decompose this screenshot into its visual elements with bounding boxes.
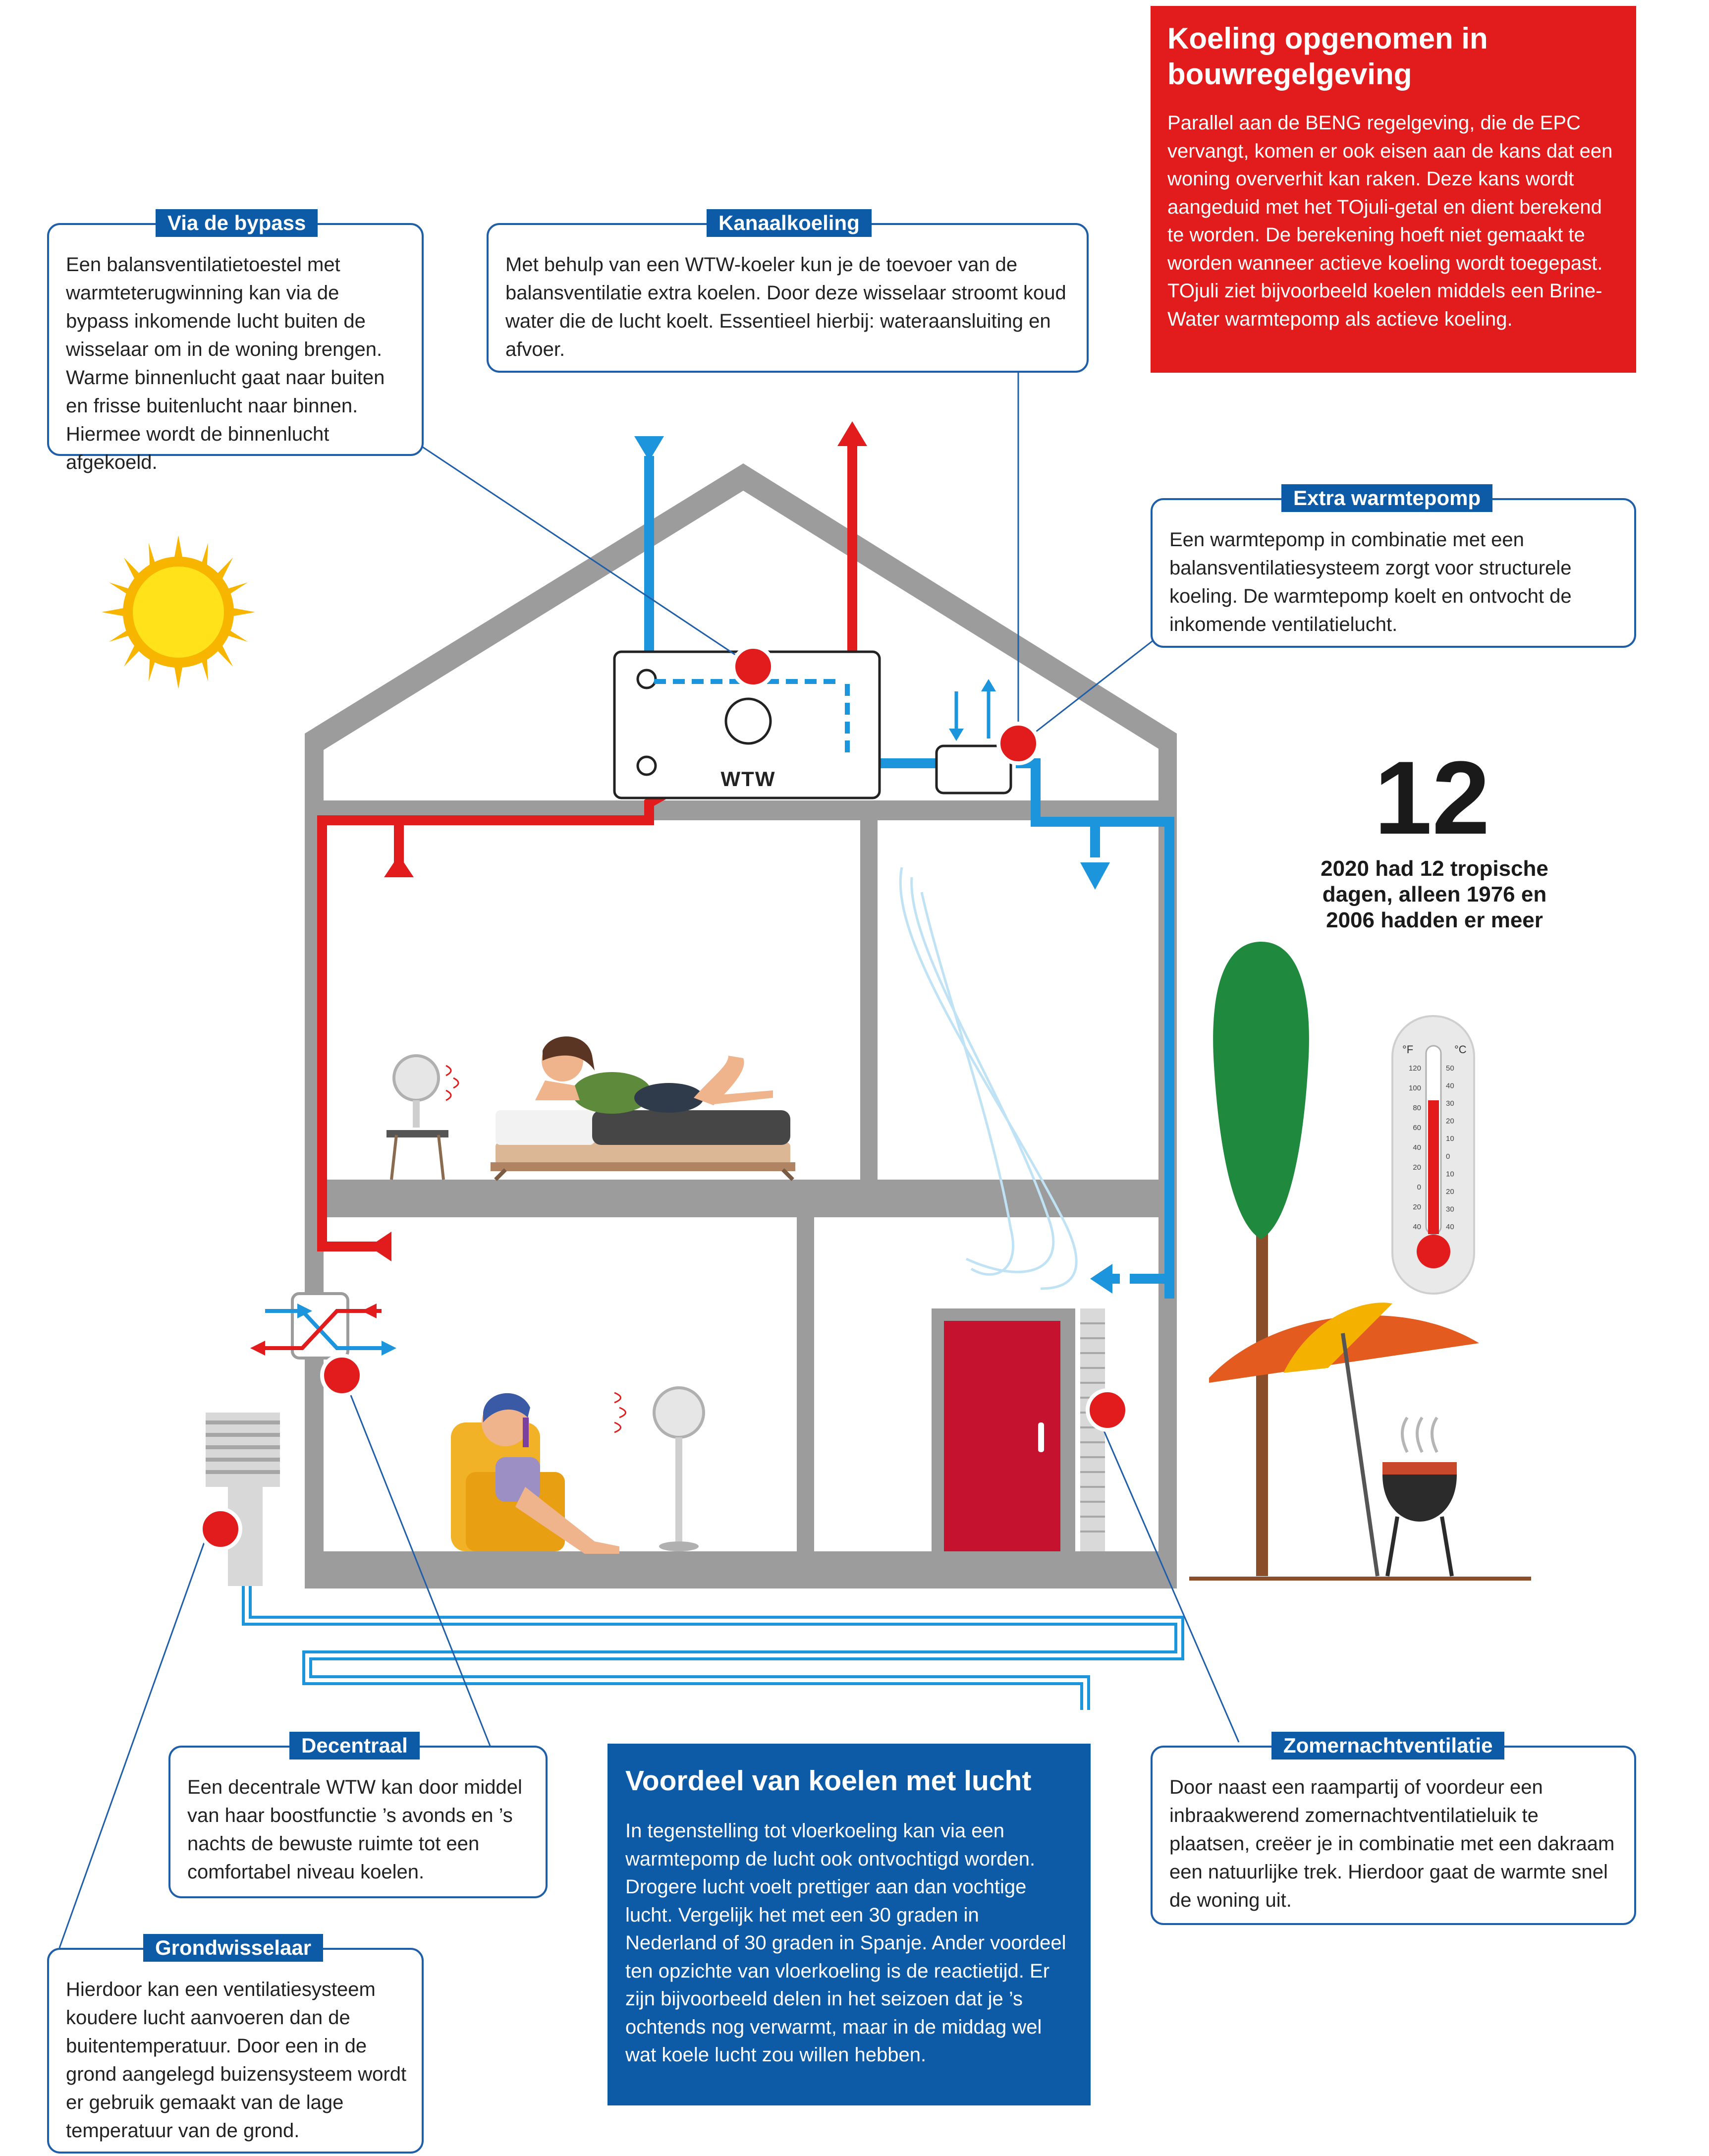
callout-summernight: Zomernachtventilatie Door naast een raam… <box>1151 1732 1636 1925</box>
thermometer-unit-c: °C <box>1454 1043 1467 1056</box>
up-arrow-icon <box>369 421 867 1261</box>
thermometer-tick-label: 60 <box>1413 1124 1421 1132</box>
callout-decentral: Decentraal Een decentrale WTW kan door m… <box>168 1732 548 1898</box>
thermometer-tick-label: 30 <box>1446 1205 1454 1213</box>
callout-duct-text: Met behulp van een WTW-koeler kun je de … <box>505 254 1066 360</box>
callout-summernight-text: Door naast een raampartij of voordeur ee… <box>1169 1776 1615 1911</box>
callout-decentral-text: Een decentrale WTW kan door middel van h… <box>187 1776 522 1883</box>
fan-icon <box>386 1054 459 1180</box>
thermometer-tick-label: 30 <box>1446 1099 1454 1108</box>
callout-heatpump: Extra warmtepomp Een warmtepomp in combi… <box>1151 484 1636 648</box>
parasol-icon <box>1209 1303 1479 1577</box>
supply-duct-inner <box>245 1576 1181 1710</box>
callout-ground-label: Grondwisselaar <box>143 1934 324 1962</box>
callout-duct: Kanaalkoeling Met behulp van een WTW-koe… <box>487 209 1089 373</box>
regulation-panel: Koeling opgenomen in bouwregelgeving Par… <box>1151 6 1636 373</box>
airflow-swirl <box>899 867 1078 1290</box>
thermometer-tick-label: 80 <box>1413 1104 1421 1112</box>
thermometer-tick-label: 20 <box>1413 1163 1421 1172</box>
regulation-text: Parallel aan de BENG regelgeving, die de… <box>1167 112 1613 330</box>
thermometer-tick-label: 120 <box>1409 1064 1421 1073</box>
thermometer-c-scale: 50 40 30 20 10 0 10 20 30 40 <box>1446 1064 1454 1231</box>
tree-icon <box>1213 942 1309 1576</box>
callout-bypass-label: Via de bypass <box>156 209 318 237</box>
front-door <box>932 1308 1105 1556</box>
thermometer-tick-label: 100 <box>1409 1084 1421 1092</box>
summernight-dot[interactable] <box>1086 1388 1129 1432</box>
advantage-text: In tegenstelling tot vloerkoeling kan vi… <box>625 1820 1066 2066</box>
thermometer-tick-label: 50 <box>1446 1064 1454 1073</box>
thermometer-tick-label: 10 <box>1446 1170 1454 1178</box>
heatpump-unit <box>935 679 1012 794</box>
thermometer-tick-label: 40 <box>1413 1143 1421 1152</box>
thermometer-tick-label: 0 <box>1417 1183 1421 1191</box>
red-indicator-dots <box>199 645 1129 1551</box>
regulation-title: Koeling opgenomen in bouwregelgeving <box>1167 22 1488 91</box>
standing-fan-icon <box>614 1386 705 1551</box>
thermometer-tick-label: 20 <box>1446 1188 1454 1196</box>
thermometer-tick-label: 40 <box>1413 1223 1421 1231</box>
callout-decentral-label: Decentraal <box>289 1732 420 1759</box>
advantage-panel: Voordeel van koelen met lucht In tegenst… <box>607 1744 1091 2105</box>
callout-duct-label: Kanaalkoeling <box>707 209 872 237</box>
decentral-wtw-device <box>250 1292 396 1360</box>
bypass-dot[interactable] <box>731 645 775 688</box>
heatpump-dot[interactable] <box>996 722 1040 765</box>
callout-ground: Grondwisselaar Hierdoor kan een ventilat… <box>47 1934 424 2154</box>
advantage-title: Voordeel van koelen met lucht <box>625 1765 1032 1797</box>
callout-bypass-text: Een balansventilatietoestel met warmtete… <box>66 254 385 473</box>
decentral-dot[interactable] <box>320 1354 364 1397</box>
thermometer-tick-label: 20 <box>1413 1203 1421 1211</box>
bbq-grill-icon <box>1382 1417 1457 1577</box>
thermometer-tick-label: 0 <box>1446 1152 1450 1161</box>
ground-dot[interactable] <box>199 1507 242 1551</box>
callout-heatpump-label: Extra warmtepomp <box>1281 484 1493 512</box>
tropical-days-fact: 2020 had 12 tropische dagen, alleen 1976… <box>1321 856 1548 932</box>
callout-heatpump-text: Een warmtepomp in combinatie met een bal… <box>1169 529 1572 635</box>
thermometer-unit-f: °F <box>1402 1043 1413 1056</box>
ground-vent-pipe <box>206 1413 280 1586</box>
callout-connector-lines <box>58 369 1240 1948</box>
thermometer-tick-label: 40 <box>1446 1082 1454 1090</box>
thermometer-f-scale: 120 100 80 60 40 20 0 20 40 <box>1409 1064 1421 1231</box>
thermometer-tick-label: 40 <box>1446 1223 1454 1231</box>
callout-summernight-label: Zomernachtventilatie <box>1271 1732 1505 1759</box>
thermometer-tick-label: 10 <box>1446 1135 1454 1143</box>
callout-bypass: Via de bypass Een balansventilatietoeste… <box>47 209 424 473</box>
wtw-unit-label: WTW <box>720 767 776 791</box>
sun-icon <box>102 535 255 689</box>
down-arrow-icon <box>634 436 1112 1294</box>
bed-with-person-illustration <box>491 1036 795 1181</box>
callout-ground-text: Hierdoor kan een ventilatiesysteem koude… <box>66 1979 407 2142</box>
thermometer-tick-label: 20 <box>1446 1117 1454 1126</box>
armchair-with-person-illustration <box>451 1393 619 1554</box>
tropical-days-number: 12 <box>1374 739 1490 856</box>
